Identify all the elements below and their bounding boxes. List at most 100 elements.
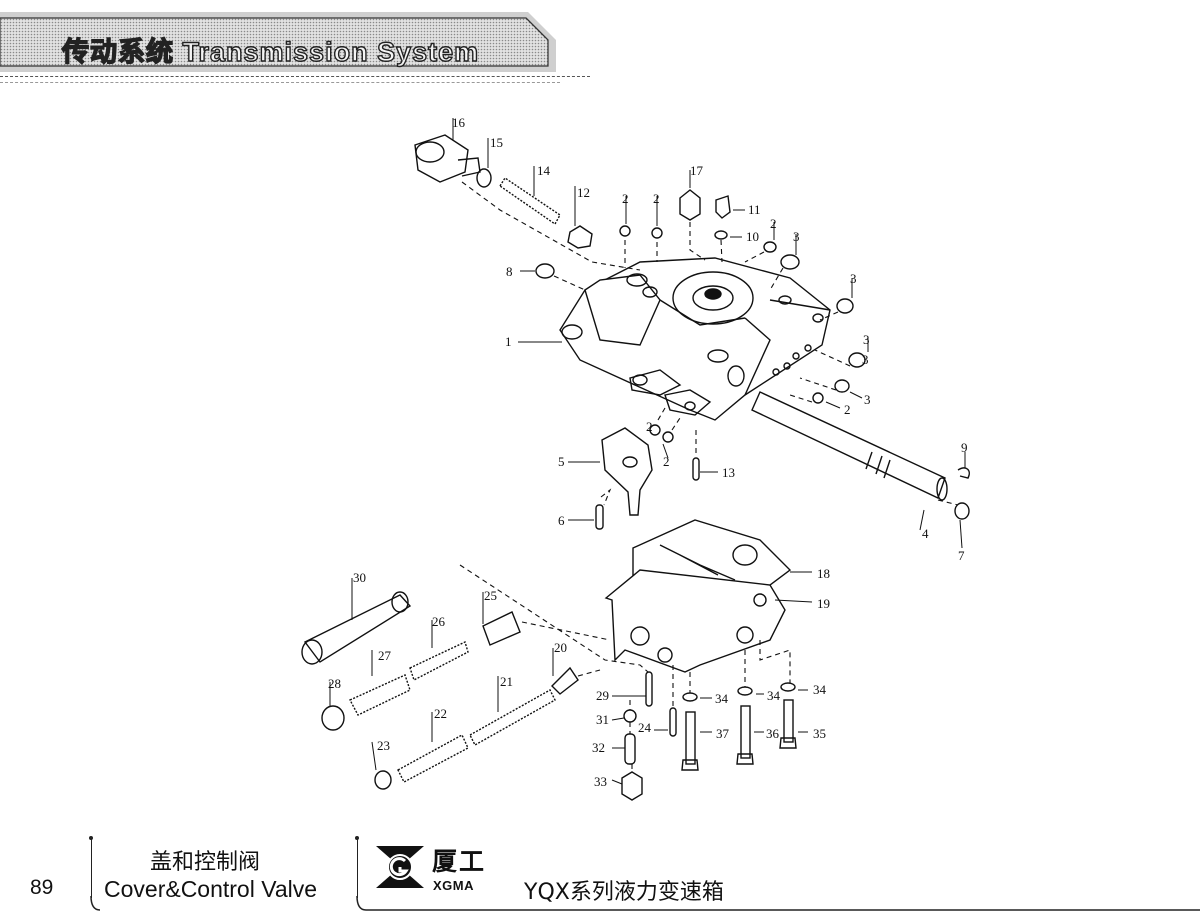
part-label-20: 20: [554, 640, 567, 655]
ball-31: [623, 709, 637, 723]
pin-13: [692, 457, 700, 481]
spring-32: [624, 733, 636, 765]
page-number: 89: [30, 876, 54, 899]
part-label-32: 32: [592, 740, 605, 755]
part-label-34: 34: [813, 682, 827, 697]
breather-17: [679, 189, 701, 221]
brand-name-cn: 厦工: [432, 847, 487, 876]
part-label-3: 3: [864, 392, 871, 407]
section-title-en: Cover&Control Valve: [104, 876, 318, 902]
bolt-11: [715, 195, 731, 219]
spring-27: [349, 674, 411, 716]
bolt-35: [783, 699, 794, 743]
footer: 89 盖和控制阀 Cover&Control Valve 厦工 XGMA YQX…: [0, 828, 1200, 919]
part-label-24: 24: [638, 720, 652, 735]
part-label-10: 10: [746, 229, 759, 244]
part-label-3: 3: [862, 352, 869, 367]
plug-2f: [662, 431, 674, 443]
part-label-6: 6: [558, 513, 565, 528]
washer-34a: [682, 692, 698, 702]
leader-lines: [329, 118, 966, 785]
bolt-37: [685, 711, 696, 765]
plug-2d: [812, 392, 824, 404]
part-label-17: 17: [690, 163, 704, 178]
plug-2e: [649, 424, 661, 436]
plug-2b: [651, 227, 663, 239]
part-label-14: 14: [537, 163, 551, 178]
xgma-logo-icon: [376, 846, 424, 888]
pin-6: [595, 504, 604, 530]
plug-3a: [780, 254, 800, 270]
part-label-1: 1: [505, 334, 512, 349]
part-label-30: 30: [353, 570, 366, 585]
product-name: YQX系列液力变速箱: [524, 880, 724, 905]
plug-2c: [763, 241, 777, 253]
part-label-31: 31: [596, 712, 609, 727]
part-label-9: 9: [961, 440, 968, 455]
part-label-12: 12: [577, 185, 590, 200]
part-label-34: 34: [767, 688, 781, 703]
part-label-13: 13: [722, 465, 735, 480]
snap-ring-9: [957, 467, 970, 479]
header-rule: [0, 76, 590, 77]
part-label-4: 4: [922, 526, 929, 541]
part-label-35: 35: [813, 726, 826, 741]
spring-14: [499, 177, 561, 226]
footer-divider-right: [357, 838, 358, 898]
header-banner: 传动系统 Transmission System: [0, 0, 560, 72]
part-label-37: 37: [716, 726, 730, 741]
part-label-2: 2: [770, 216, 777, 231]
header-rule-secondary: [0, 82, 560, 83]
exploded-parts-diagram: 1222222333334567891011121314151617181920…: [301, 115, 970, 801]
pin-24: [669, 707, 677, 737]
plug-23: [374, 770, 392, 790]
plug-2a: [619, 225, 631, 237]
part-label-21: 21: [500, 674, 513, 689]
piston-25: [482, 611, 521, 646]
part-label-3: 3: [793, 229, 800, 244]
part-label-26: 26: [432, 614, 446, 629]
plug-20: [551, 666, 579, 695]
washer-10: [714, 230, 728, 240]
footer-rules: [90, 895, 1200, 911]
plug-12: [567, 225, 593, 249]
plug-3c: [848, 352, 866, 368]
plug-33: [621, 771, 643, 801]
brand-name-en: XGMA: [433, 878, 474, 893]
plug-3b: [836, 298, 854, 314]
part-label-7: 7: [958, 548, 965, 563]
o-ring-15: [476, 168, 492, 188]
part-label-34: 34: [715, 691, 729, 706]
part-label-2: 2: [844, 402, 851, 417]
part-label-23: 23: [377, 738, 390, 753]
valve-body-19: [604, 569, 786, 673]
solenoid-16: [414, 134, 481, 183]
part-label-8: 8: [506, 264, 513, 279]
part-label-36: 36: [766, 726, 780, 741]
part-label-3: 3: [863, 332, 870, 347]
plug-3d: [834, 379, 850, 393]
shaft: [751, 391, 948, 501]
part-label-27: 27: [378, 648, 392, 663]
plug-28: [321, 705, 345, 731]
part-label-29: 29: [596, 688, 609, 703]
pin-29: [645, 671, 653, 707]
part-label-3: 3: [850, 271, 857, 286]
part-label-2: 2: [653, 191, 660, 206]
part-label-2: 2: [646, 419, 653, 434]
part-label-25: 25: [484, 588, 497, 603]
spring-22: [397, 734, 469, 783]
cover-housing: [559, 257, 831, 421]
banner-frame: [0, 12, 556, 72]
plug-8: [535, 263, 555, 279]
bolt-36: [740, 705, 751, 759]
spool-30: [303, 594, 412, 663]
washer-34c: [780, 682, 796, 692]
washer-7: [954, 502, 970, 520]
part-label-22: 22: [434, 706, 447, 721]
header-title: 传动系统 Transmission System: [61, 36, 480, 67]
part-label-18: 18: [817, 566, 830, 581]
footer-divider-left: [91, 838, 92, 898]
washer-34b: [737, 686, 753, 696]
